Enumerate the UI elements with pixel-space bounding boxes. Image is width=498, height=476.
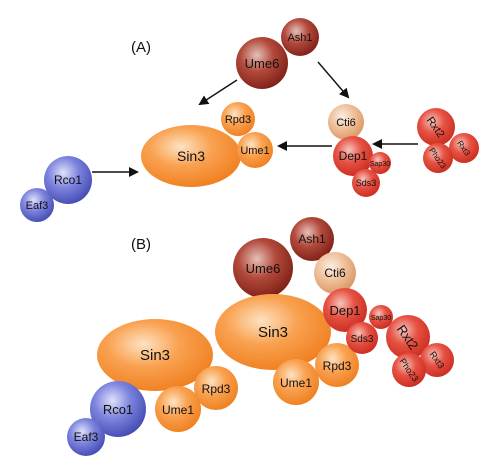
node-a-sap30: Sap30	[369, 152, 391, 174]
node-b-sds3: Sds3	[346, 322, 378, 354]
node-b-sin3-left: Sin3	[97, 319, 213, 391]
node-b-cti6: Cti6	[314, 252, 356, 294]
node-b-rco1: Rco1	[90, 381, 146, 437]
node-a-rxt3: Rxt3	[449, 133, 479, 163]
node-a-ume6: Ume6	[236, 37, 288, 89]
node-b-dep1-label: Dep1	[329, 303, 360, 318]
node-a-ash1-label: Ash1	[287, 32, 312, 44]
node-b-ume6-label: Ume6	[246, 261, 281, 276]
node-b-ume1-right-label: Ume1	[280, 376, 312, 390]
node-b-rco1-label: Rco1	[103, 402, 133, 417]
node-a-sin3-label: Sin3	[177, 148, 205, 164]
node-b-eaf3-label: Eaf3	[74, 430, 99, 444]
node-a-rco1: Rco1	[44, 156, 92, 204]
node-a-eaf3-label: Eaf3	[26, 200, 49, 212]
node-b-cti6-label: Cti6	[324, 266, 346, 280]
node-a-ash1: Ash1	[281, 18, 319, 56]
node-b-dep1: Dep1	[323, 288, 367, 332]
node-a-ume1: Ume1	[237, 132, 273, 168]
node-b-pho23: Pho23	[392, 353, 426, 387]
node-a-sin3: Sin3	[141, 125, 241, 187]
node-b-sap30-label: Sap30	[371, 315, 391, 322]
node-b-sin3-right: Sin3	[215, 294, 331, 370]
node-b-rpd3-right: Rpd3	[315, 343, 359, 387]
node-a-sds3: Sds3	[352, 169, 380, 197]
node-b-ume1-left-label: Ume1	[162, 403, 194, 417]
node-b-sin3-right-label: Sin3	[258, 324, 288, 341]
node-b-ash1-label: Ash1	[298, 232, 326, 246]
node-b-sin3-left-label: Sin3	[140, 347, 170, 364]
node-a-pho23: Pho23	[423, 143, 453, 173]
node-b-rpd3-right-label: Rpd3	[323, 359, 352, 373]
node-a-rco1-label: Rco1	[54, 173, 82, 187]
node-a-sap30-label: Sap30	[370, 161, 390, 168]
node-b-eaf3: Eaf3	[67, 418, 105, 456]
panel-b-label: (B)	[131, 236, 151, 253]
node-a-dep1-label: Dep1	[339, 149, 368, 163]
node-b-sap30: Sap30	[369, 305, 393, 329]
node-b-ume1-left: Ume1	[155, 386, 201, 432]
node-a-dep1: Dep1	[333, 136, 373, 176]
node-b-sds3-label: Sds3	[351, 334, 374, 345]
node-a-cti6-label: Cti6	[336, 117, 356, 129]
node-b-rxt2: Rxt2	[386, 315, 430, 359]
panel-a-label: (A)	[131, 39, 151, 56]
node-a-cti6: Cti6	[328, 104, 364, 140]
node-a-rxt2: Rxt2	[417, 108, 455, 146]
node-a-ume6-label: Ume6	[245, 56, 280, 71]
node-b-rpd3-left-label: Rpd3	[202, 382, 231, 396]
node-a-rpd3: Rpd3	[221, 102, 255, 136]
arrow-ume6-to-cti6	[317, 61, 350, 99]
node-b-ash1: Ash1	[290, 217, 334, 261]
node-b-ume6: Ume6	[233, 238, 293, 298]
node-a-sds3-label: Sds3	[356, 178, 377, 188]
node-b-ume1-right: Ume1	[273, 359, 319, 405]
node-a-ume1-label: Ume1	[240, 145, 269, 157]
node-a-eaf3: Eaf3	[20, 188, 54, 222]
panel-a: (A) Sin3 Rpd3 Ume1 Ume6 Ash1	[20, 18, 479, 222]
node-a-rpd3-label: Rpd3	[225, 114, 251, 126]
arrow-ume6-to-sin3	[198, 79, 238, 106]
node-b-rpd3-left: Rpd3	[194, 366, 238, 410]
panel-b: (B) Sin3 Rpd3 Ume1 Rco1 Eaf3 Ume6	[67, 217, 454, 456]
node-b-rxt3: Rxt3	[420, 343, 454, 377]
